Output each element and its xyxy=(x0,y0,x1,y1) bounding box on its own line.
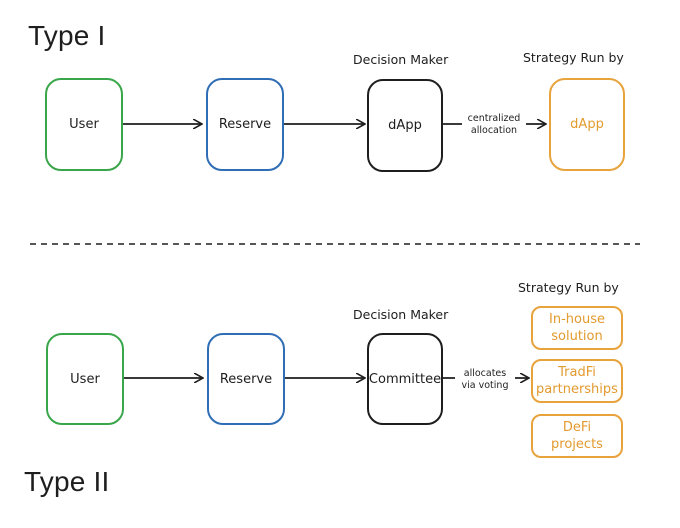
dapp-decider-node-1: dApp xyxy=(367,79,443,172)
centralized-allocation-label: centralized allocation xyxy=(462,113,526,137)
dapp-strategy-node-1: dApp xyxy=(549,78,625,171)
allocates-via-voting-label: allocates via voting xyxy=(455,368,515,392)
strategy-in-house-label: In-house solution xyxy=(549,312,605,344)
reserve-node-1: Reserve xyxy=(206,78,284,171)
strategy-run-by-label-2: Strategy Run by xyxy=(518,280,619,295)
dapp-decider-label: dApp xyxy=(388,118,422,133)
strategy-run-by-label-1: Strategy Run by xyxy=(523,50,624,65)
decision-maker-label-1: Decision Maker xyxy=(353,52,449,67)
decision-maker-label-2: Decision Maker xyxy=(353,307,449,322)
type-i-title: Type I xyxy=(28,20,106,51)
strategy-tradfi-label: TradFi partnerships xyxy=(536,365,618,397)
strategy-in-house: In-house solution xyxy=(531,306,623,350)
user-node-1: User xyxy=(45,78,123,171)
type-ii-title: Type II xyxy=(24,466,110,497)
reserve-node-label: Reserve xyxy=(219,371,273,387)
user-node-label: User xyxy=(70,371,100,387)
strategy-defi: DeFi projects xyxy=(531,414,623,458)
strategy-tradfi: TradFi partnerships xyxy=(531,359,623,403)
strategy-defi-label: DeFi projects xyxy=(551,420,603,452)
dapp-strategy-label: dApp xyxy=(570,117,604,132)
committee-node-label: Committee xyxy=(368,371,442,387)
committee-node-2: Committee xyxy=(367,333,443,425)
reserve-node-label: Reserve xyxy=(218,117,272,132)
user-node-2: User xyxy=(46,333,124,425)
user-node-label: User xyxy=(69,117,99,132)
reserve-node-2: Reserve xyxy=(207,333,285,425)
